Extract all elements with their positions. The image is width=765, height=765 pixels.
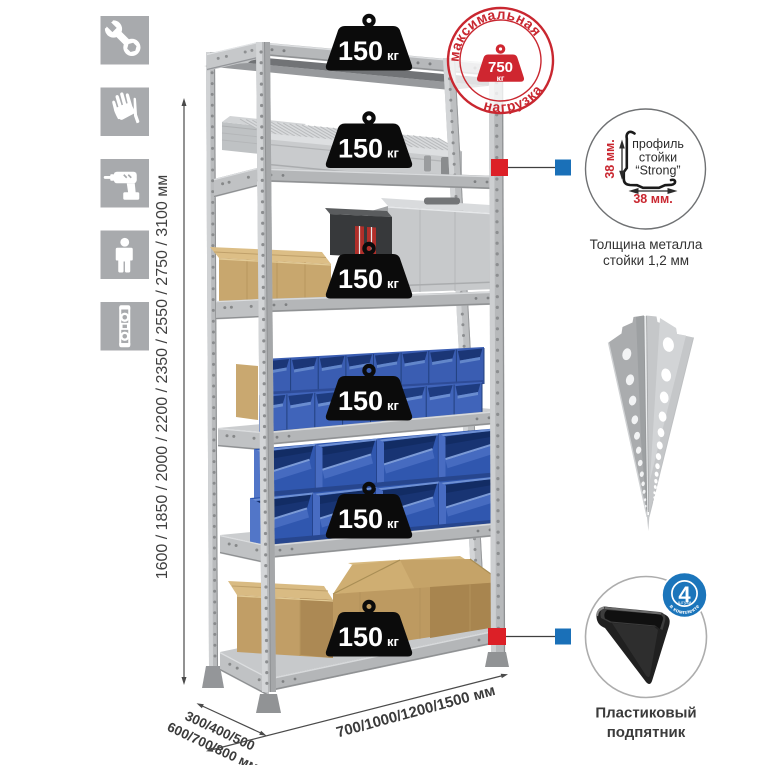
svg-text:стойки: стойки bbox=[639, 150, 677, 164]
svg-text:кг: кг bbox=[497, 73, 505, 83]
svg-text:4: 4 bbox=[678, 582, 691, 607]
svg-text:150: 150 bbox=[338, 264, 383, 294]
svg-text:кг: кг bbox=[387, 398, 400, 413]
svg-text:“Strong”: “Strong” bbox=[635, 164, 680, 178]
svg-text:кг: кг bbox=[387, 276, 400, 291]
svg-text:кг: кг bbox=[387, 48, 400, 63]
svg-text:150: 150 bbox=[338, 134, 383, 164]
svg-text:Пластиковый: Пластиковый bbox=[595, 705, 696, 722]
svg-text:150: 150 bbox=[338, 504, 383, 534]
svg-text:Толщина металла: Толщина металла bbox=[590, 237, 703, 252]
svg-text:профиль: профиль bbox=[632, 137, 684, 151]
svg-text:штуки: штуки bbox=[678, 601, 692, 606]
svg-text:150: 150 bbox=[338, 622, 383, 652]
svg-text:1600 / 1850 / 2000 / 2200 / 23: 1600 / 1850 / 2000 / 2200 / 2350 / 2550 … bbox=[154, 175, 171, 580]
svg-text:подпятник: подпятник bbox=[607, 724, 686, 741]
svg-text:150: 150 bbox=[338, 386, 383, 416]
svg-text:кг: кг bbox=[387, 634, 400, 649]
svg-text:750: 750 bbox=[488, 59, 513, 76]
svg-text:150: 150 bbox=[338, 36, 383, 66]
svg-text:кг: кг bbox=[387, 516, 400, 531]
svg-text:стойки 1,2 мм: стойки 1,2 мм bbox=[603, 253, 689, 268]
svg-text:38 мм.: 38 мм. bbox=[603, 139, 617, 178]
svg-text:38 мм.: 38 мм. bbox=[633, 192, 672, 206]
svg-text:кг: кг bbox=[387, 146, 400, 161]
